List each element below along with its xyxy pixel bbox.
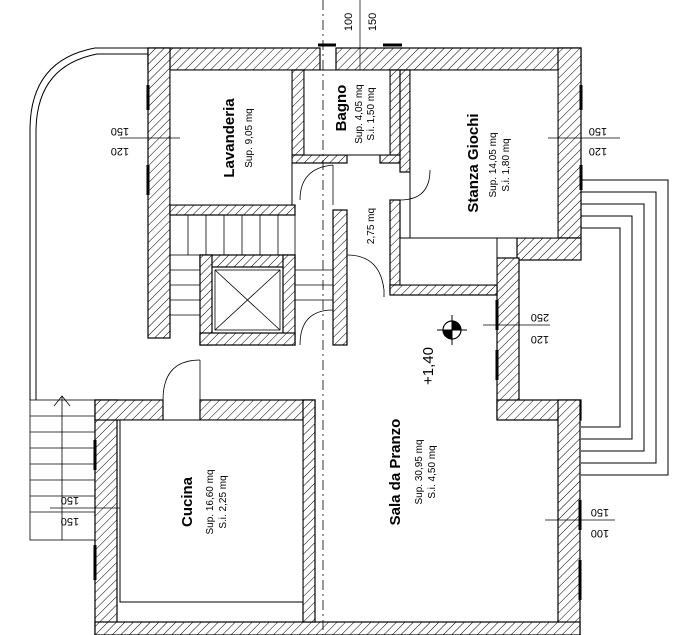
room-area-bagno: Sup. 4,05 mq [354,84,365,143]
dim-right-lower-b: 100 [591,527,609,539]
room-si-cucina: S.i. 2,25 mq [218,475,229,528]
dim-top-a: 100 [343,13,355,31]
level-marker-icon [437,315,467,345]
dim-right-upper-b: 120 [589,145,607,157]
room-name-stanza-giochi: Stanza Giochi [465,113,482,212]
interior-walls [169,69,498,623]
terrace-right [581,179,669,476]
room-si-bagno: S.i. 1,50 mq [366,87,377,140]
room-name-lavanderia: Lavanderia [221,98,238,178]
balcony-curve [29,47,148,400]
dim-right-upper-a: 150 [589,125,607,137]
room-area-sala-da-pranzo: Sup. 30,95 mq [414,439,425,504]
dim-right-lower-a: 150 [591,506,609,518]
dim-left-upper-b: 120 [111,145,129,157]
room-si-stanza-giochi: S.i. 1,80 mq [501,138,512,191]
room-name-bagno: Bagno [333,85,350,132]
dim-left-lower-a: 150 [61,494,79,506]
room-name-sala-da-pranzo: Sala da Pranzo [387,419,404,526]
dim-top-b: 150 [367,13,379,31]
room-area-lavanderia: Sup. 9,05 mq [244,108,255,167]
dim-right-mid-b: 120 [531,333,549,345]
doors [162,164,431,401]
dimension-leaders [50,0,620,521]
staircase [169,214,333,331]
dim-right-mid-a: 250 [531,311,549,323]
dim-left-upper-a: 150 [111,125,129,137]
dim-left-lower-b: 150 [61,515,79,527]
room-area-stanza-giochi: Sup. 14,05 mq [488,132,499,197]
room-si-sala-da-pranzo: S.i. 4,50 mq [427,445,438,498]
corridor-label: 2,75 mq [366,208,377,244]
room-name-cucina: Cucina [179,476,196,527]
windows [93,43,583,600]
room-areas [119,69,559,603]
room-area-cucina: Sup. 16,60 mq [205,469,216,534]
level-label: +1,40 [420,347,437,385]
exterior-walls [94,47,582,635]
